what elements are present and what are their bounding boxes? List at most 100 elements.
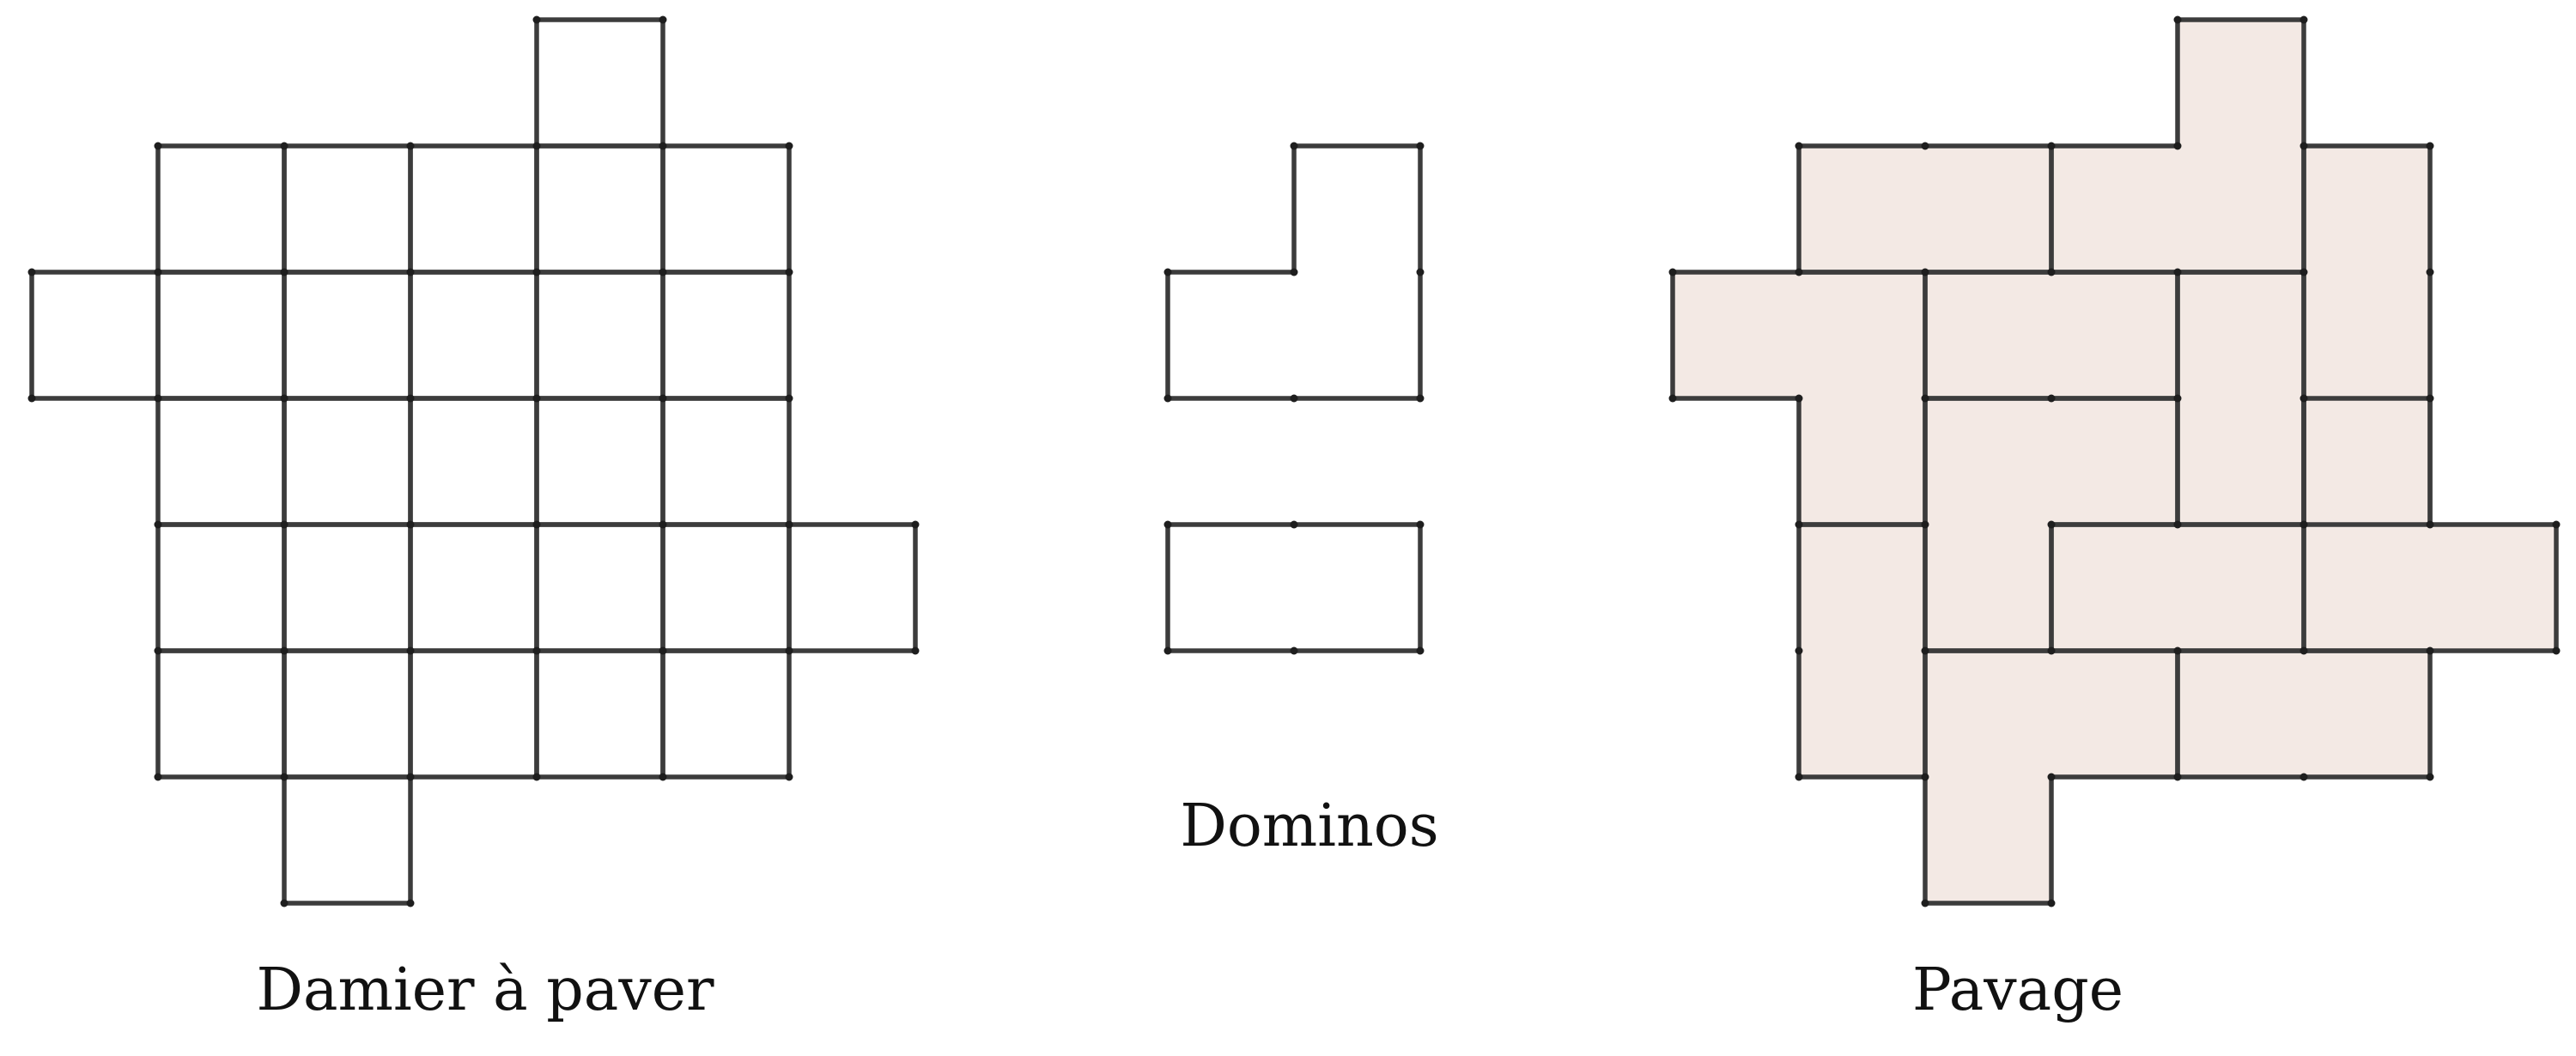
board-cell bbox=[29, 270, 161, 401]
tiling-cell bbox=[1799, 398, 1926, 525]
board-cell bbox=[282, 522, 413, 653]
grid-vertex bbox=[1795, 520, 1803, 529]
tiling-cell bbox=[2304, 398, 2431, 525]
grid-vertex bbox=[1416, 142, 1425, 150]
grid-vertex bbox=[1290, 268, 1298, 276]
grid-vertex bbox=[280, 268, 289, 276]
tiling-cell bbox=[2304, 651, 2431, 778]
grid-vertex bbox=[2047, 646, 2056, 655]
grid-vertex bbox=[27, 394, 36, 403]
piece-center-top bbox=[1925, 272, 2178, 399]
tiling-cell bbox=[2304, 272, 2431, 399]
board-cell bbox=[282, 396, 413, 527]
grid-vertex bbox=[2300, 773, 2308, 781]
grid-vertex bbox=[2300, 646, 2308, 655]
grid-vertex bbox=[532, 394, 541, 403]
grid-vertex bbox=[406, 773, 415, 781]
grid-vertex bbox=[1921, 899, 1929, 907]
grid-vertex bbox=[406, 899, 415, 907]
piece-center-l bbox=[1925, 398, 2178, 652]
grid-vertex bbox=[2173, 268, 2182, 276]
board-cell bbox=[660, 143, 792, 275]
board-cell bbox=[660, 522, 792, 653]
grid-vertex bbox=[154, 520, 162, 529]
piece-middle-bar bbox=[2051, 525, 2305, 652]
grid-vertex bbox=[406, 268, 415, 276]
tiling-cell bbox=[1925, 651, 2052, 778]
grid-vertex bbox=[532, 520, 541, 529]
grid-vertex bbox=[2173, 520, 2182, 529]
grid-vertex bbox=[280, 899, 289, 907]
grid-vertex bbox=[1921, 394, 1929, 403]
tiling-cell bbox=[1925, 398, 2052, 525]
grid-vertex bbox=[2426, 394, 2434, 403]
tiling-cell bbox=[2178, 146, 2305, 273]
grid-vertex bbox=[1795, 268, 1803, 276]
straight-domino bbox=[1165, 522, 1423, 653]
board-cell bbox=[787, 522, 918, 653]
grid-vertex bbox=[154, 142, 162, 150]
piece-bottom-right bbox=[2178, 651, 2431, 778]
tiling-cell bbox=[1799, 651, 1926, 778]
grid-vertex bbox=[406, 142, 415, 150]
board-cell bbox=[534, 270, 665, 401]
grid-vertex bbox=[1290, 142, 1298, 150]
board-cell bbox=[534, 396, 665, 527]
grid-vertex bbox=[532, 15, 541, 24]
tiling-cell bbox=[2304, 146, 2431, 273]
grid-vertex bbox=[1416, 394, 1425, 403]
tiling-cell bbox=[1799, 525, 1926, 652]
grid-vertex bbox=[2300, 268, 2308, 276]
piece-top-left bbox=[1799, 146, 2052, 273]
grid-vertex bbox=[406, 646, 415, 655]
grid-vertex bbox=[2047, 394, 2056, 403]
grid-vertex bbox=[2047, 520, 2056, 529]
grid-vertex bbox=[280, 520, 289, 529]
grid-vertex bbox=[659, 394, 667, 403]
grid-vertex bbox=[2047, 773, 2056, 781]
grid-vertex bbox=[1921, 520, 1929, 529]
grid-vertex bbox=[2047, 268, 2056, 276]
grid-vertex bbox=[1290, 520, 1298, 529]
grid-vertex bbox=[659, 520, 667, 529]
tiling-cell bbox=[1799, 146, 1926, 273]
grid-vertex bbox=[1163, 646, 1172, 655]
grid-vertex bbox=[785, 646, 793, 655]
grid-vertex bbox=[154, 646, 162, 655]
grid-vertex bbox=[1921, 646, 1929, 655]
grid-vertex bbox=[532, 268, 541, 276]
board-cell bbox=[408, 396, 539, 527]
grid-vertex bbox=[785, 268, 793, 276]
grid-vertex bbox=[1416, 268, 1425, 276]
tiling-cell bbox=[2051, 146, 2178, 273]
grid-vertex bbox=[1668, 394, 1677, 403]
board-cell bbox=[282, 143, 413, 275]
grid-vertex bbox=[785, 394, 793, 403]
grid-vertex bbox=[2173, 646, 2182, 655]
grid-vertex bbox=[1163, 394, 1172, 403]
board-cell bbox=[408, 648, 539, 780]
grid-vertex bbox=[659, 773, 667, 781]
grid-vertex bbox=[785, 142, 793, 150]
piece-left-column bbox=[1799, 525, 1926, 778]
piece-left-l bbox=[1673, 272, 1926, 525]
grid-vertex bbox=[154, 394, 162, 403]
grid-vertex bbox=[1416, 520, 1425, 529]
grid-vertex bbox=[911, 520, 920, 529]
grid-vertex bbox=[280, 773, 289, 781]
grid-vertex bbox=[154, 268, 162, 276]
grid-vertex bbox=[2173, 142, 2182, 150]
tiling-cell bbox=[2051, 398, 2178, 525]
grid-vertex bbox=[2426, 520, 2434, 529]
board-cell bbox=[155, 648, 287, 780]
grid-vertex bbox=[406, 520, 415, 529]
grid-vertex bbox=[2426, 646, 2434, 655]
board-grid bbox=[27, 15, 920, 907]
tiling-cell bbox=[1673, 272, 1800, 399]
piece-center-column bbox=[2178, 272, 2305, 525]
grid-vertex bbox=[532, 142, 541, 150]
grid-vertex bbox=[532, 646, 541, 655]
grid-vertex bbox=[1290, 646, 1298, 655]
tiling-cell bbox=[2051, 272, 2178, 399]
grid-vertex bbox=[2426, 142, 2434, 150]
